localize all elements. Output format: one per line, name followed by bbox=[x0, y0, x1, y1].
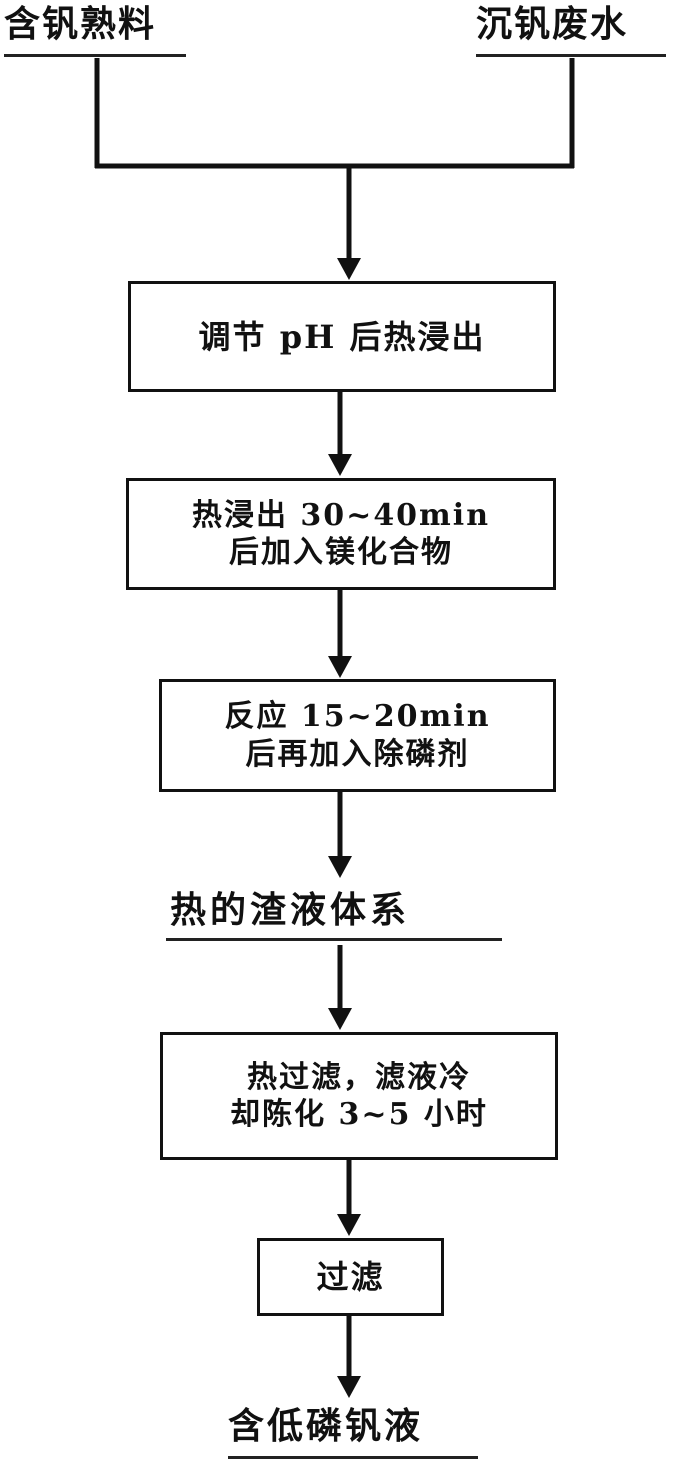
step-3-line-2: 后再加入除磷剂 bbox=[245, 736, 470, 772]
arrowhead-icon bbox=[337, 1376, 361, 1398]
step-box-1: 调节 pH 后热浸出 bbox=[128, 281, 556, 392]
intermediate-underline bbox=[166, 938, 502, 941]
input-left-underline bbox=[4, 54, 186, 57]
output-underline bbox=[228, 1456, 478, 1459]
arrowhead-icon bbox=[328, 454, 352, 476]
arrowhead-icon bbox=[328, 856, 352, 878]
step-box-4: 热过滤，滤液冷 却陈化 3~5 小时 bbox=[160, 1032, 558, 1160]
intermediate-label: 热的渣液体系 bbox=[170, 889, 411, 931]
step-4-line-1: 热过滤，滤液冷 bbox=[247, 1059, 471, 1095]
step-box-5: 过滤 bbox=[257, 1238, 444, 1316]
input-left-label: 含钒熟料 bbox=[4, 3, 157, 45]
arrowhead-icon bbox=[337, 1214, 361, 1236]
step-2-line-2: 后加入镁化合物 bbox=[229, 535, 453, 570]
input-right-label: 沉钒废水 bbox=[476, 3, 629, 45]
step-box-3: 反应 15~20min 后再加入除磷剂 bbox=[159, 679, 556, 792]
step-1-line-1: 调节 pH 后热浸出 bbox=[198, 317, 486, 356]
arrowhead-icon bbox=[337, 258, 361, 280]
arrowhead-icon bbox=[328, 656, 352, 678]
output-label: 含低磷钒液 bbox=[228, 1405, 424, 1447]
input-right-underline bbox=[476, 54, 666, 57]
arrowhead-icon bbox=[328, 1008, 352, 1030]
step-box-2: 热浸出 30~40min 后加入镁化合物 bbox=[126, 478, 556, 590]
step-3-line-1: 反应 15~20min bbox=[224, 699, 491, 734]
step-2-line-1: 热浸出 30~40min bbox=[191, 497, 491, 533]
step-4-line-2: 却陈化 3~5 小时 bbox=[230, 1097, 488, 1132]
step-5-line-1: 过滤 bbox=[316, 1258, 385, 1296]
